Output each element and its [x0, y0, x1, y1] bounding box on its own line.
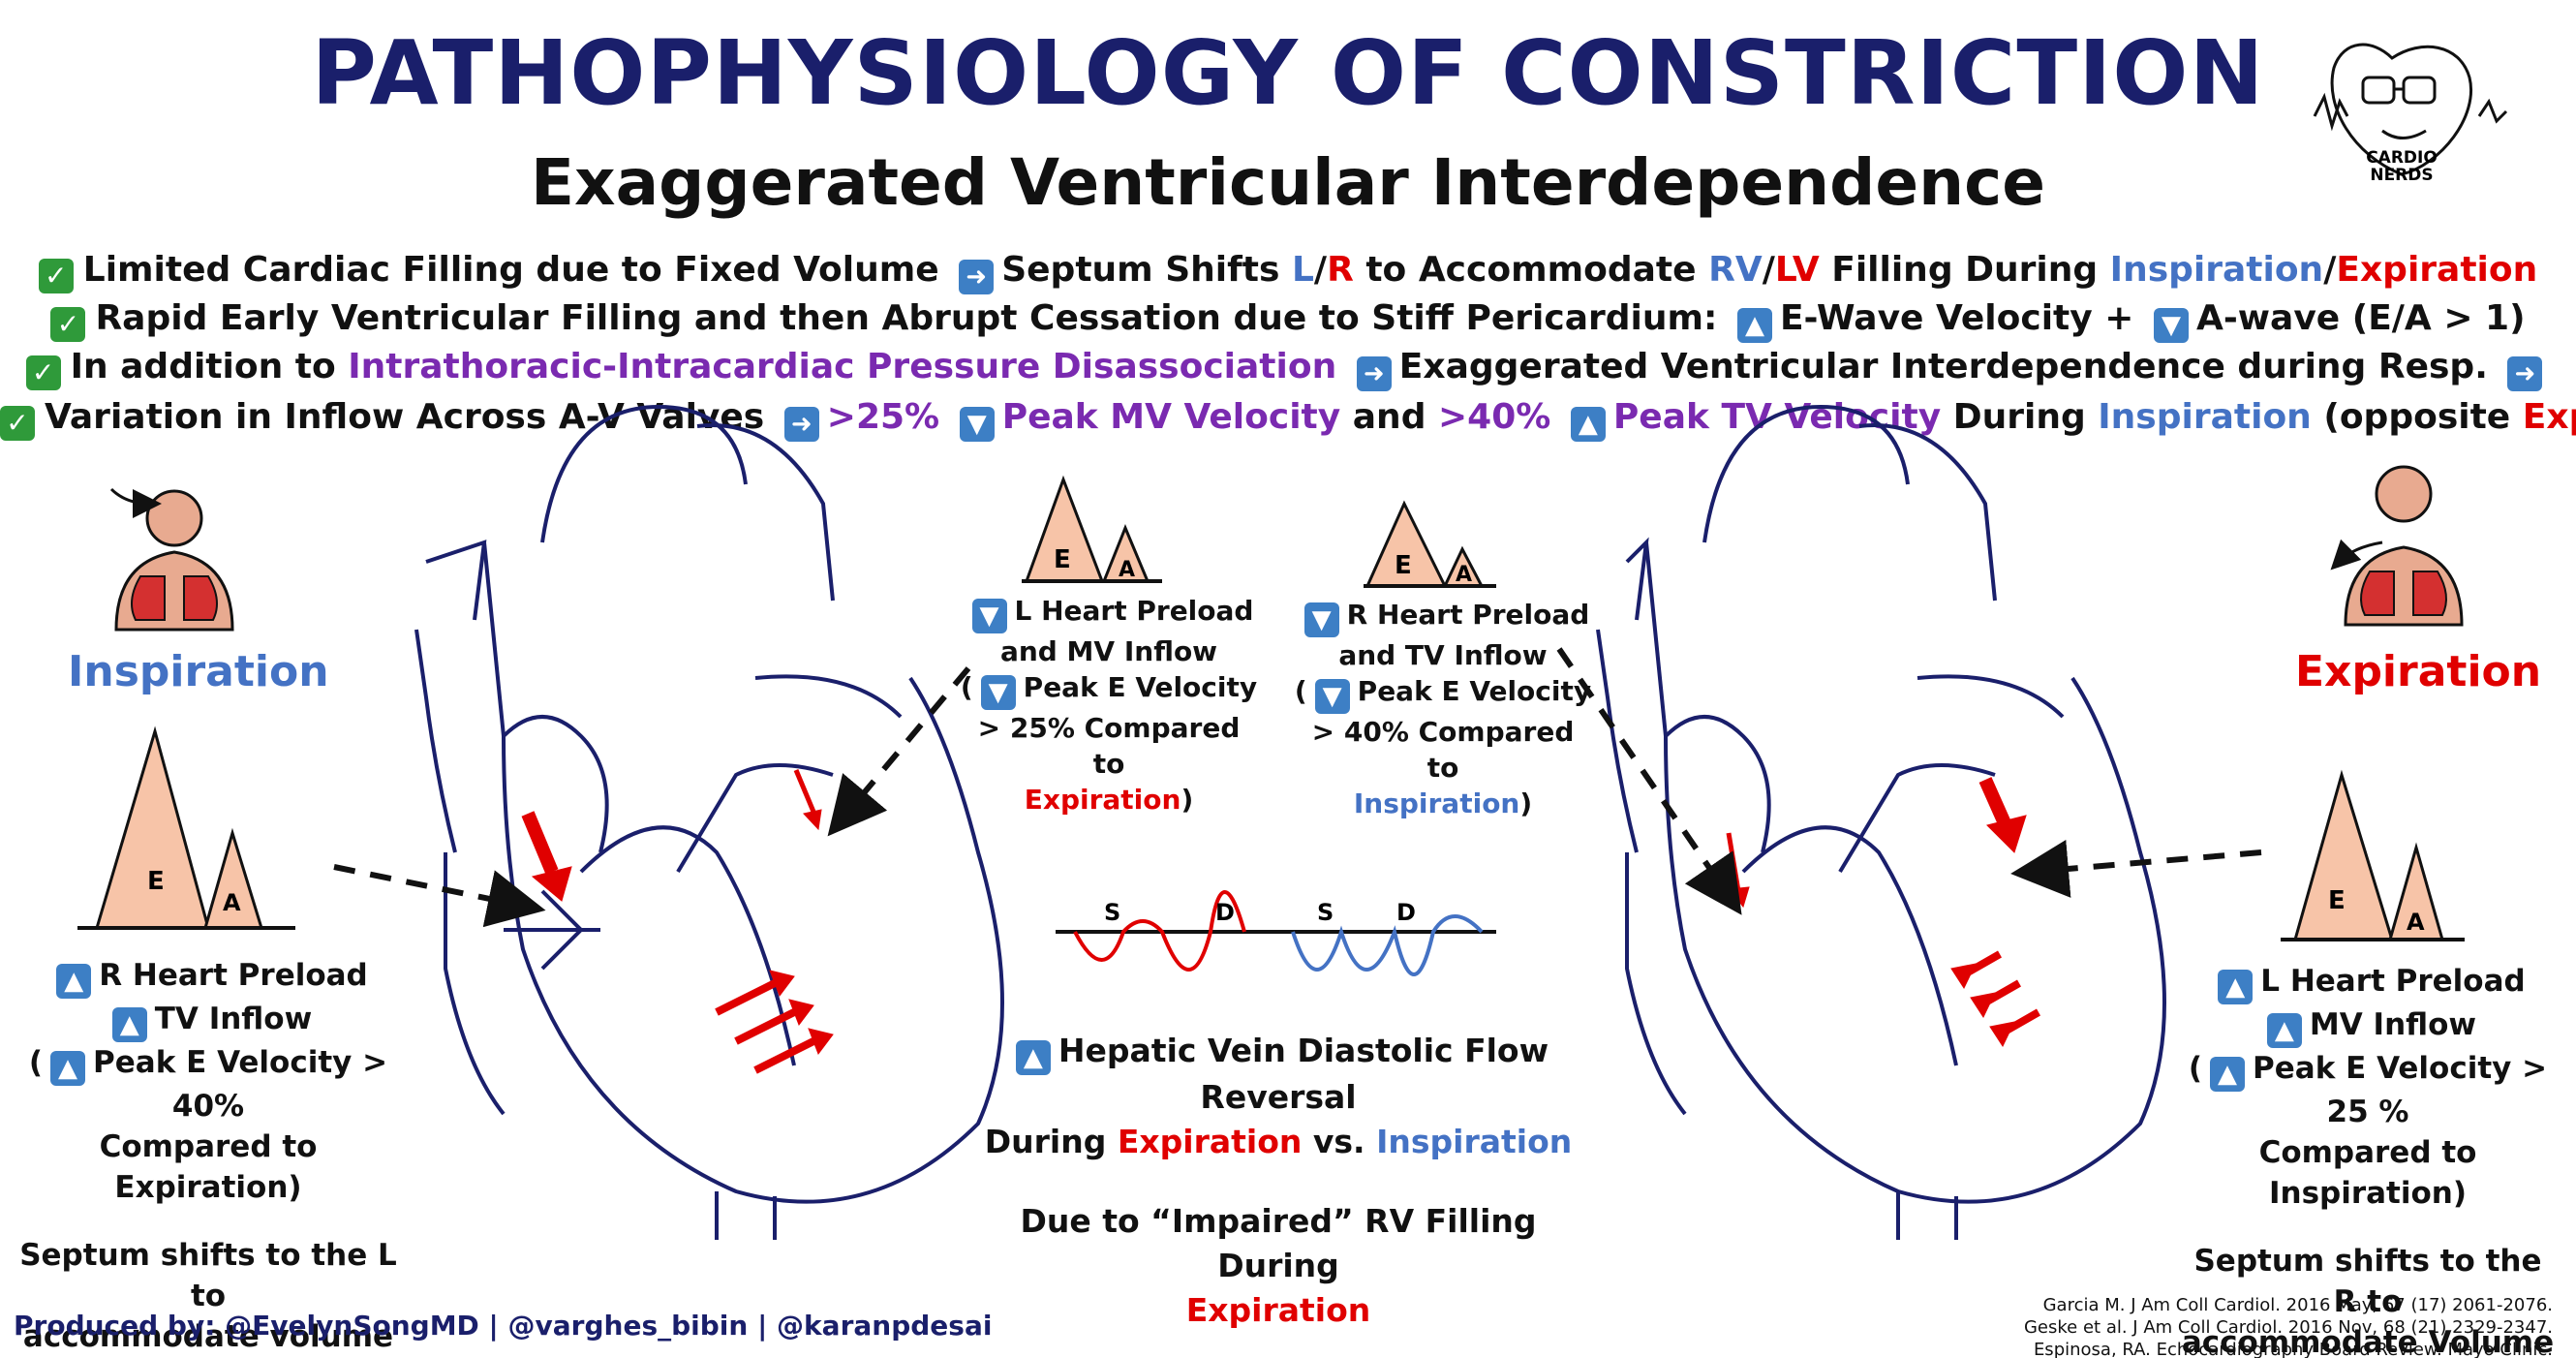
arrow-right-icon: ➜: [959, 260, 995, 294]
arrow-down-icon: ▼: [971, 599, 1007, 633]
references: Garcia M. J Am Coll Cardiol. 2016 May, 6…: [2024, 1294, 2553, 1358]
center-left-text-block: ▼L Heart Preload and MV Inflow (▼Peak E …: [960, 595, 1258, 816]
arrow-down-icon: ▼: [1303, 602, 1339, 637]
wave-a-label: A: [1456, 563, 1472, 587]
heart-inspiration: [414, 404, 1004, 1240]
wave-label-s2: S: [1317, 899, 1334, 926]
arrow-down-icon: ▼: [980, 675, 1016, 710]
wave-a-label: A: [2407, 909, 2425, 936]
arrow-right-icon: ➜: [783, 407, 819, 442]
doppler-wave-left: E A: [77, 725, 295, 930]
bullet-3: ✓In addition to Intrathoracic-Intracardi…: [0, 347, 2576, 391]
wave-e-label: E: [1395, 551, 1412, 580]
right-text-block: ▲L Heart Preload ▲MV Inflow (▲Peak E Vel…: [2181, 964, 2555, 1358]
arrow-up-icon: ▲: [1570, 407, 1606, 442]
wave-label-d2: D: [1396, 899, 1416, 926]
hepatic-text-block: ▲Hepatic Vein Diastolic Flow Reversal Du…: [984, 1032, 1573, 1329]
check-icon: ✓: [0, 406, 35, 441]
check-icon: ✓: [38, 259, 74, 293]
red-arrows-left-heart: [521, 769, 834, 1074]
dashed-pointers: [333, 647, 2262, 928]
wave-label-s1: S: [1104, 899, 1120, 926]
arrow-up-icon: ▲: [2210, 1057, 2246, 1092]
arrow-up-icon: ▲: [1015, 1040, 1051, 1075]
phase-inspiration-label: Inspiration: [68, 647, 329, 696]
credits: Produced by: @EvelynSongMD | @varghes_bi…: [14, 1310, 993, 1342]
check-icon: ✓: [50, 307, 86, 342]
arrow-up-icon: ▲: [2266, 1013, 2302, 1048]
page-title: PATHOPHYSIOLOGY OF CONSTRICTION: [311, 21, 2265, 125]
phase-expiration-label: Expiration: [2295, 647, 2542, 696]
check-icon: ✓: [25, 355, 61, 390]
arrow-down-icon: ▼: [959, 407, 995, 442]
left-text-block: ▲R Heart Preload ▲TV Inflow (▲Peak E Vel…: [19, 958, 397, 1354]
arrow-up-icon: ▲: [56, 964, 92, 999]
arrow-up-icon: ▲: [111, 1007, 147, 1042]
heart-expiration: [1596, 404, 2166, 1240]
wave-e-label: E: [1054, 545, 1071, 574]
lungs-expiration-icon: [2330, 465, 2464, 627]
logo-line-2: NERDS: [2370, 166, 2433, 185]
cardionerds-logo-icon: [2313, 43, 2508, 176]
wave-e-label: E: [2328, 886, 2346, 915]
hepatic-vein-waveform: S D S D: [1056, 890, 1496, 976]
reference-1: Garcia M. J Am Coll Cardiol. 2016 May, 6…: [2042, 1295, 2553, 1315]
center-right-text-block: ▼R Heart Preload and TV Inflow (▼Peak E …: [1294, 599, 1592, 819]
doppler-wave-center-left: E A: [1022, 475, 1162, 583]
wave-a-label: A: [223, 889, 241, 916]
doppler-wave-right: E A: [2281, 769, 2465, 941]
arrow-down-icon: ▼: [2153, 308, 2189, 343]
arrow-up-icon: ▲: [1736, 308, 1772, 343]
bullet-2: ✓Rapid Early Ventricular Filling and the…: [0, 298, 2576, 343]
arrow-up-icon: ▲: [2218, 970, 2254, 1004]
logo-line-1: CARDIO: [2366, 148, 2438, 168]
lungs-inspiration-icon: [109, 487, 234, 632]
reference-2: Geske et al. J Am Coll Cardiol. 2016 Nov…: [2023, 1317, 2553, 1338]
arrow-down-icon: ▼: [1314, 679, 1350, 714]
reference-3: Espinosa, RA. Echocardiography Board Rev…: [2033, 1340, 2553, 1358]
page-subtitle: Exaggerated Ventricular Interdependence: [530, 145, 2046, 220]
wave-label-d1: D: [1215, 899, 1235, 926]
bullet-1: ✓Limited Cardiac Filling due to Fixed Vo…: [0, 250, 2576, 294]
arrow-up-icon: ▲: [50, 1051, 86, 1086]
arrow-right-icon: ➜: [2507, 356, 2543, 391]
arrow-right-icon: ➜: [1356, 356, 1392, 391]
doppler-wave-center-right: E A: [1364, 500, 1496, 588]
wave-e-label: E: [147, 867, 165, 896]
wave-a-label: A: [1119, 558, 1135, 582]
red-arrows-right-heart: [1726, 777, 2040, 1048]
